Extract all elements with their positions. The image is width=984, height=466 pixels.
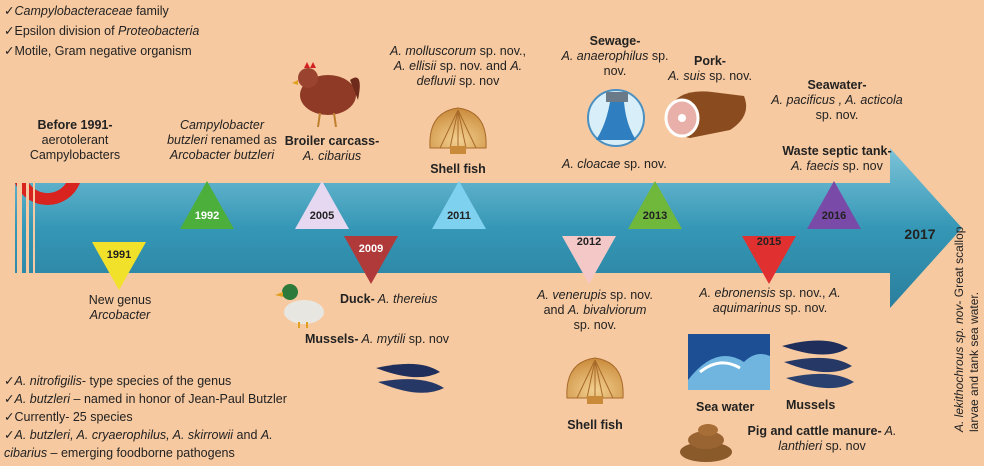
wave-icon (688, 334, 770, 390)
bottom-fact-5: cibarius – emerging foodborne pathogens (4, 446, 235, 461)
mussel-icon-2015 (782, 340, 854, 388)
year-label-2017: 2017 (895, 226, 945, 242)
shell-fish-2012-caption: Shell fish (555, 418, 635, 433)
event-1991-text: New genus Arcobacter (70, 293, 170, 323)
year-label-2015: 2015 (749, 236, 789, 248)
bottom-fact-4: ✓A. butzleri, A. cryaerophilus, A. skirr… (4, 428, 273, 443)
start-bar-3 (33, 183, 35, 273)
event-2011-text: A. molluscorum sp. nov., A. ellisii sp. … (368, 44, 548, 89)
year-label-2016: 2016 (814, 210, 854, 222)
year-label-2011: 2011 (439, 210, 479, 222)
manure-icon (680, 424, 732, 462)
mussels-2015-caption: Mussels (786, 398, 835, 413)
event-2015-text: A. ebronensis sp. nov., A. aquimarinus s… (680, 286, 860, 316)
mussel-icon-2009 (376, 364, 444, 393)
bottom-fact-1: ✓A. nitrofigilis- type species of the ge… (4, 374, 231, 389)
mussels-2009-text: Mussels- A. mytili sp. nov (305, 332, 449, 347)
hen-icon (292, 62, 360, 127)
pork-text: Pork- A. suis sp. nov. (650, 54, 770, 84)
scallop-shell-icon-2012 (567, 358, 623, 404)
cloacae-text: A. cloacae sp. nov. (562, 157, 667, 172)
waste-septic-text: Waste septic tank- A. faecis sp. nov (762, 144, 912, 174)
year-label-2009: 2009 (351, 243, 391, 255)
sea-water-caption: Sea water (696, 400, 754, 415)
year-label-1991: 1991 (99, 249, 139, 261)
pig-cattle-text: Pig and cattle manure- A. lanthieri sp. … (734, 424, 910, 454)
shell-fish-2011-caption: Shell fish (418, 162, 498, 177)
before-1991-text: Before 1991- aerotolerant Campylobacters (10, 118, 140, 163)
year-label-2012: 2012 (569, 236, 609, 248)
ham-icon (666, 91, 746, 138)
scallop-shell-icon-2011 (430, 108, 486, 154)
year-label-1992: 1992 (187, 210, 227, 222)
event-2005-text: Broiler carcass- A. cibarius (272, 134, 392, 164)
duck-icon (275, 284, 324, 328)
start-bar-1 (17, 183, 22, 273)
year-label-2013: 2013 (635, 210, 675, 222)
top-fact-3: ✓Motile, Gram negative organism (4, 44, 192, 59)
top-fact-2: ✓Epsilon division of Proteobacteria (4, 24, 199, 39)
event-2017-vertical-text: A. lekithochrous sp. nov- Great scallop … (952, 102, 982, 432)
start-bar-2 (26, 183, 29, 273)
sewage-pipe-icon (588, 90, 644, 146)
duck-text: Duck- A. thereius (340, 292, 438, 307)
event-2012-text: A. venerupis sp. nov. and A. bivalviorum… (520, 288, 670, 333)
seawater-2016-text: Seawater- A. pacificus , A. acticola sp.… (762, 78, 912, 123)
bottom-fact-3: ✓Currently- 25 species (4, 410, 133, 425)
bottom-fact-2: ✓A. butzleri – named in honor of Jean-Pa… (4, 392, 287, 407)
year-label-2005: 2005 (302, 210, 342, 222)
top-fact-1: ✓Campylobacteraceae family (4, 4, 169, 19)
event-1992-text: Campylobacter butzleri renamed as Arcoba… (152, 118, 292, 163)
